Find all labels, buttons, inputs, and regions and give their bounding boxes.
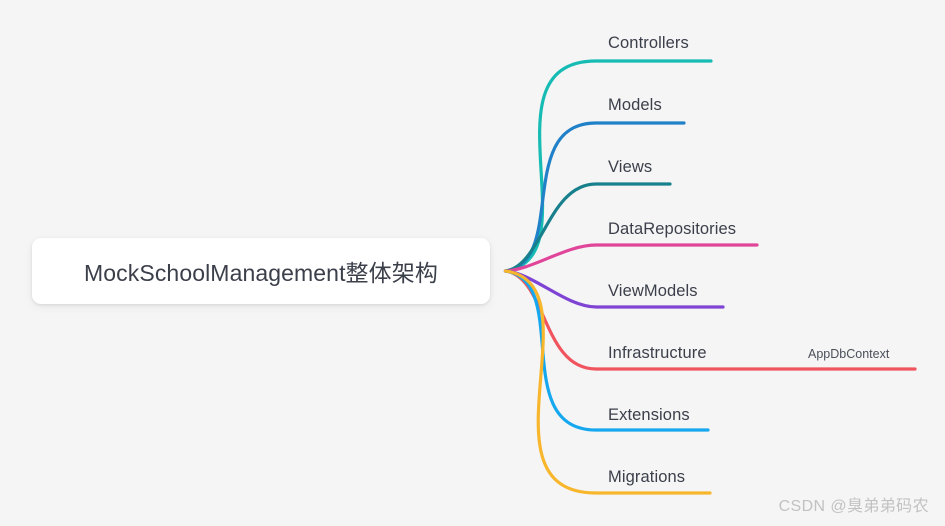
branch-label-views[interactable]: Views xyxy=(608,158,653,176)
branch-label-migrations[interactable]: Migrations xyxy=(608,468,686,486)
branch-connector xyxy=(503,121,686,273)
watermark: CSDN @臭弟弟码农 xyxy=(778,498,929,515)
central-node-label: MockSchoolManagement整体架构 xyxy=(84,260,438,286)
branch-connector xyxy=(503,243,759,273)
branch-label-extensions[interactable]: Extensions xyxy=(608,406,690,424)
central-node[interactable]: MockSchoolManagement整体架构 xyxy=(32,238,490,304)
branch-connector xyxy=(503,269,712,495)
branch-label-infrastructure[interactable]: Infrastructure xyxy=(608,344,707,362)
sub-label-appdbcontext[interactable]: AppDbContext xyxy=(808,347,890,361)
branch-label-datarepositories[interactable]: DataRepositories xyxy=(608,220,737,238)
branch-label-controllers[interactable]: Controllers xyxy=(608,34,689,52)
branch-label-models[interactable]: Models xyxy=(608,96,662,114)
branch-label-viewmodels[interactable]: ViewModels xyxy=(608,282,698,300)
